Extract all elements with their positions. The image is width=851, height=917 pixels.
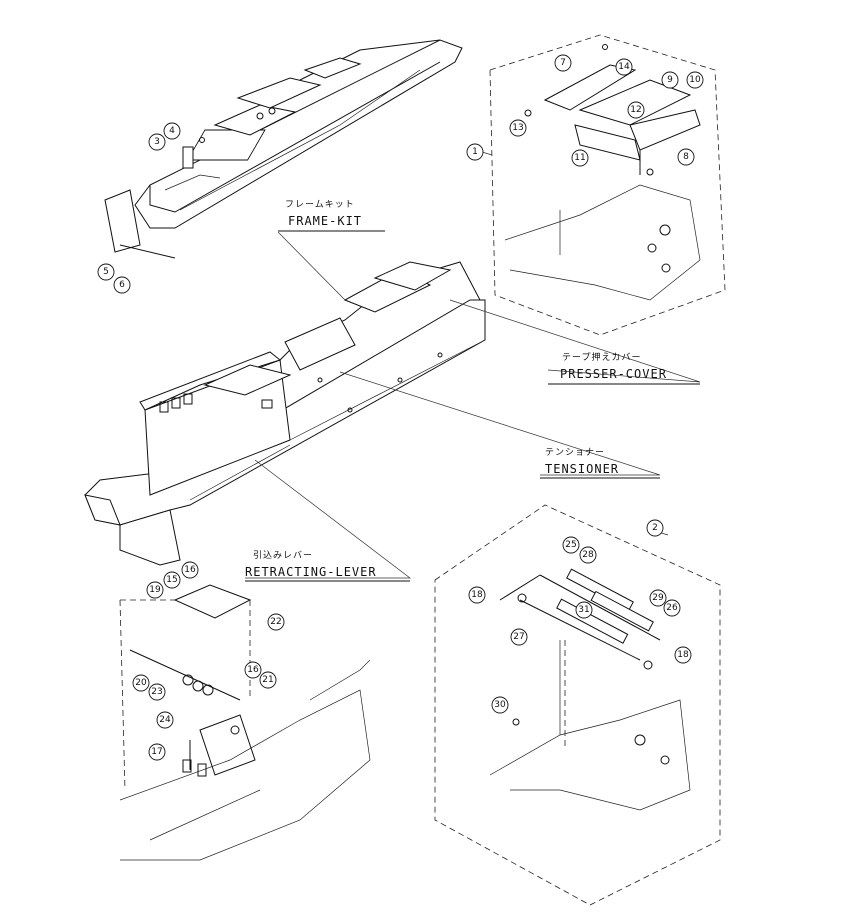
feeder-main-body bbox=[84, 261, 486, 566]
balloon-17: 17 bbox=[148, 743, 166, 761]
leader-lines bbox=[245, 151, 701, 579]
tensioner-jp: テンショナー bbox=[545, 447, 605, 458]
svg-text:29: 29 bbox=[652, 593, 664, 603]
balloon-14: 14 bbox=[615, 58, 633, 76]
presser-cover-jp: テープ押えカバー bbox=[562, 351, 641, 363]
label-tensioner: テンショナー TENSIONER bbox=[540, 447, 660, 479]
svg-text:31: 31 bbox=[578, 605, 589, 615]
svg-text:1: 1 bbox=[472, 147, 478, 157]
balloon-5: 5 bbox=[97, 263, 115, 281]
svg-text:18: 18 bbox=[471, 590, 483, 600]
balloon-31: 31 bbox=[575, 601, 593, 619]
balloon-21: 21 bbox=[259, 671, 277, 689]
svg-text:11: 11 bbox=[574, 153, 585, 163]
balloon-13: 13 bbox=[509, 119, 527, 137]
svg-text:24: 24 bbox=[159, 715, 171, 725]
balloon-1: 1 bbox=[466, 143, 484, 161]
svg-text:27: 27 bbox=[513, 632, 524, 642]
svg-text:2: 2 bbox=[652, 523, 658, 533]
svg-text:9: 9 bbox=[667, 75, 673, 85]
frame-rear-subview bbox=[104, 39, 463, 259]
balloon-2: 2 bbox=[646, 519, 664, 537]
frame-kit-jp: フレームキット bbox=[285, 199, 355, 210]
svg-text:8: 8 bbox=[683, 152, 689, 162]
svg-text:30: 30 bbox=[494, 700, 506, 710]
balloon-6: 6 bbox=[113, 276, 131, 294]
tensioner-assembly bbox=[119, 584, 371, 861]
balloon-22: 22 bbox=[267, 613, 285, 631]
balloon-12: 12 bbox=[627, 101, 645, 119]
svg-text:5: 5 bbox=[103, 267, 109, 277]
svg-text:13: 13 bbox=[512, 123, 523, 133]
svg-text:10: 10 bbox=[689, 75, 701, 85]
svg-text:26: 26 bbox=[666, 603, 678, 613]
retracting-lever-jp: 引込みレバー bbox=[253, 550, 313, 561]
balloon-26: 26 bbox=[663, 599, 681, 617]
svg-text:22: 22 bbox=[270, 617, 281, 627]
balloon-24: 24 bbox=[156, 711, 174, 729]
balloon-23: 23 bbox=[148, 683, 166, 701]
frame-kit-en: FRAME-KIT bbox=[288, 214, 362, 228]
svg-text:23: 23 bbox=[151, 687, 162, 697]
svg-text:28: 28 bbox=[582, 550, 594, 560]
svg-text:25: 25 bbox=[565, 540, 576, 550]
svg-text:15: 15 bbox=[166, 575, 177, 585]
svg-text:16: 16 bbox=[247, 665, 259, 675]
label-frame-kit: フレームキット FRAME-KIT bbox=[278, 199, 385, 232]
balloon-18b: 18 bbox=[674, 646, 692, 664]
balloon-9: 9 bbox=[661, 71, 679, 89]
balloon-27: 27 bbox=[510, 628, 528, 646]
retracting-lever-en: RETRACTING-LEVER bbox=[245, 565, 377, 579]
balloon-7: 7 bbox=[554, 54, 572, 72]
tensioner-en: TENSIONER bbox=[545, 462, 619, 476]
balloon-19: 19 bbox=[146, 581, 164, 599]
svg-text:12: 12 bbox=[630, 105, 641, 115]
balloon-16a: 16 bbox=[181, 561, 199, 579]
svg-text:21: 21 bbox=[262, 675, 273, 685]
balloon-29: 29 bbox=[649, 589, 667, 607]
label-retracting-lever: 引込みレバー RETRACTING-LEVER bbox=[245, 550, 410, 582]
balloon-15: 15 bbox=[163, 571, 181, 589]
balloon-20: 20 bbox=[132, 674, 150, 692]
balloon-28: 28 bbox=[579, 546, 597, 564]
svg-text:3: 3 bbox=[154, 137, 160, 147]
svg-text:20: 20 bbox=[135, 678, 147, 688]
balloon-10: 10 bbox=[686, 71, 704, 89]
retracting-lever-assembly bbox=[434, 504, 721, 906]
balloon-3: 3 bbox=[148, 133, 166, 151]
balloon-11: 11 bbox=[571, 149, 589, 167]
balloon-30: 30 bbox=[491, 696, 509, 714]
label-presser-cover: テープ押えカバー PRESSER-COVER bbox=[548, 351, 700, 385]
svg-text:18: 18 bbox=[677, 650, 689, 660]
presser-cover-en: PRESSER-COVER bbox=[560, 367, 667, 381]
balloon-18a: 18 bbox=[468, 586, 486, 604]
balloon-16b: 16 bbox=[244, 661, 262, 679]
svg-text:17: 17 bbox=[151, 747, 162, 757]
balloon-25: 25 bbox=[562, 536, 580, 554]
svg-text:14: 14 bbox=[618, 62, 630, 72]
svg-text:19: 19 bbox=[149, 585, 161, 595]
svg-text:7: 7 bbox=[560, 58, 566, 68]
balloon-8: 8 bbox=[677, 148, 695, 166]
balloon-4: 4 bbox=[163, 122, 181, 140]
svg-text:4: 4 bbox=[169, 126, 175, 136]
svg-text:16: 16 bbox=[184, 565, 196, 575]
svg-text:6: 6 bbox=[119, 280, 125, 290]
